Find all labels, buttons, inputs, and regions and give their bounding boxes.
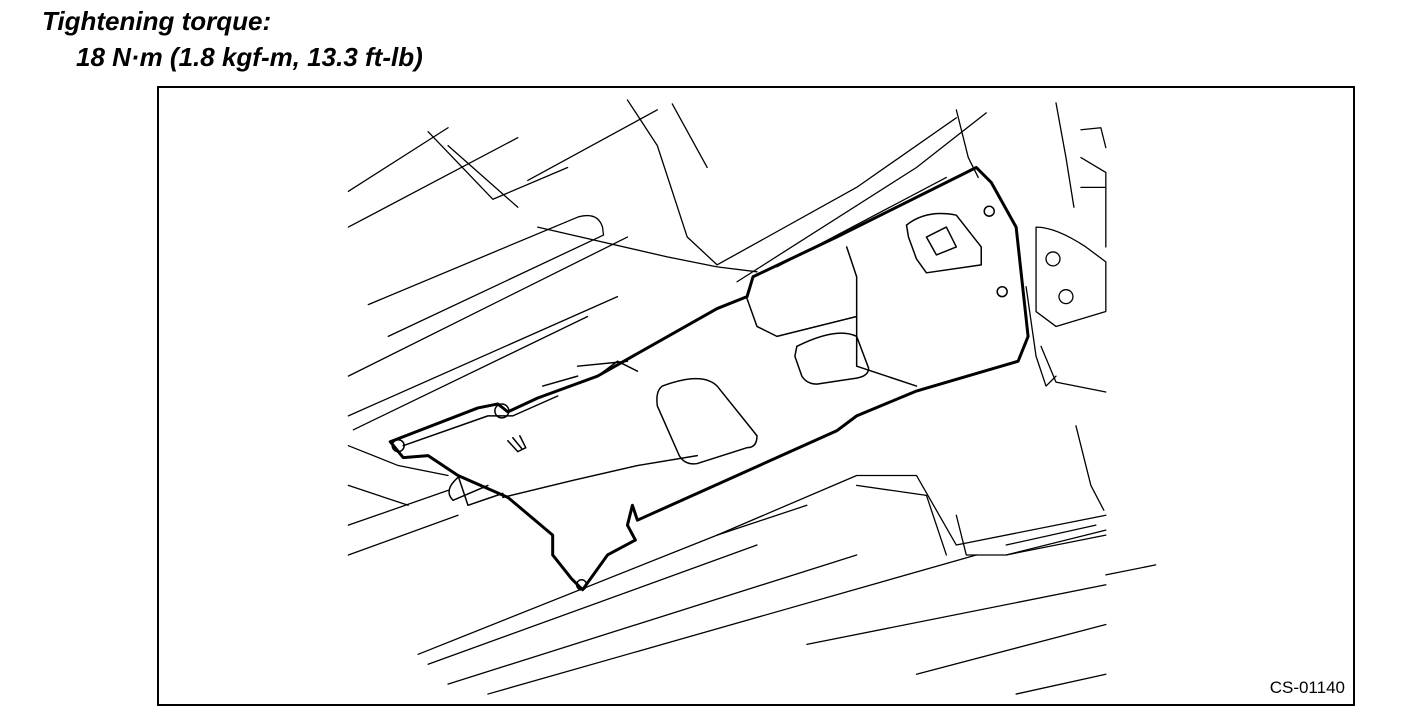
undercover-outline — [388, 165, 1030, 592]
lower-panel-lines — [347, 425, 1157, 695]
figure-code: CS-01140 — [1269, 678, 1345, 697]
frame-member-lines — [955, 102, 1107, 393]
undercover-illustration — [347, 99, 1157, 695]
torque-value: 18 N·m (1.8 kgf-m, 13.3 ft-lb) — [76, 42, 423, 72]
torque-heading: Tightening torque: — [42, 6, 272, 36]
figure-frame: CS-01140 — [157, 86, 1355, 706]
undercover-details — [391, 205, 1008, 591]
floor-panel-lines — [347, 99, 987, 431]
